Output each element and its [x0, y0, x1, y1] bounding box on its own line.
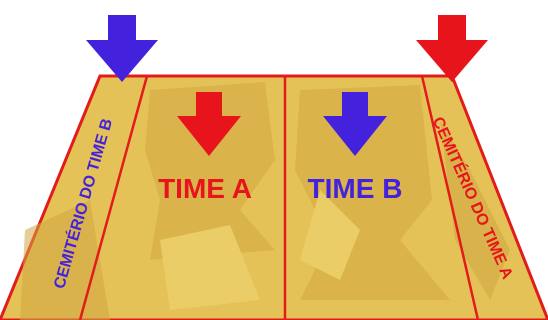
arrow-cemetery-a	[416, 15, 488, 82]
label-team-a: TIME A	[158, 173, 252, 204]
label-team-b: TIME B	[308, 173, 403, 204]
arrow-cemetery-b	[86, 15, 158, 82]
